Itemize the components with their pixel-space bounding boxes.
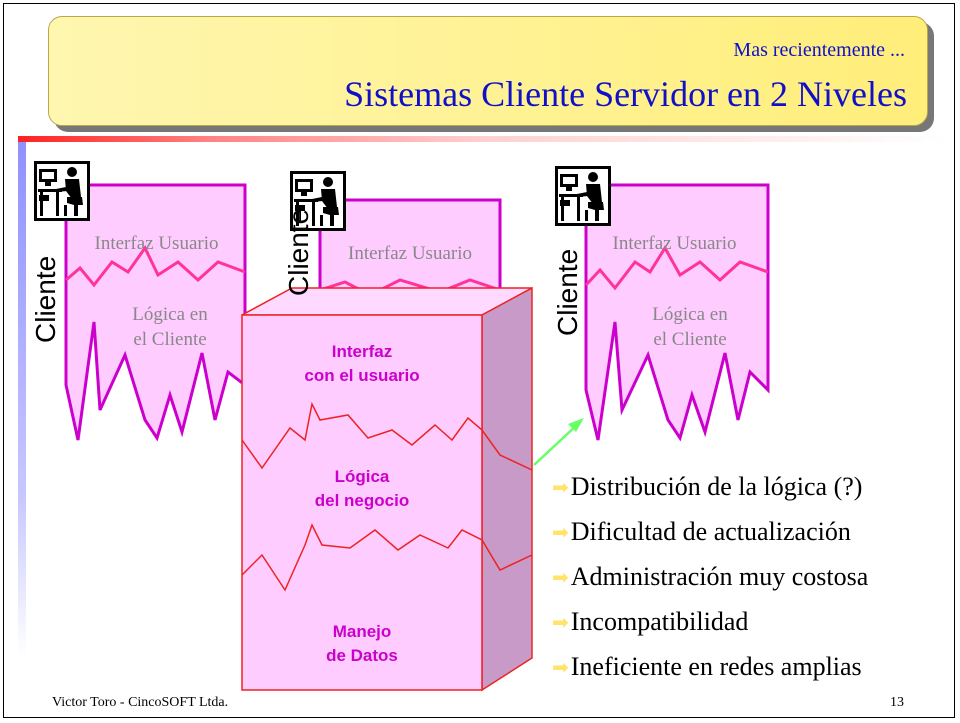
bullet-arrow-icon: ➡ [552, 474, 569, 499]
list-item: ➡Ineficiente en redes amplias [552, 644, 868, 689]
computer-user-icon [34, 161, 90, 221]
list-item-text: Ineficiente en redes amplias [570, 651, 862, 681]
client-banner-1 [64, 183, 247, 442]
server-layer-ui: Interfaz con el usuario [262, 340, 462, 388]
layer-text: del negocio [314, 490, 410, 510]
top-accent-bar [18, 136, 948, 142]
client-side-label-2: Cliente [283, 208, 314, 296]
bullet-arrow-icon: ➡ [552, 609, 569, 634]
layer-text: Interfaz [331, 342, 393, 361]
page-number: 13 [890, 695, 904, 710]
client-logic-label-3: Lógica en el Cliente [620, 303, 760, 352]
list-item-text: Distribución de la lógica (?) [570, 471, 863, 501]
client-banner-3 [584, 183, 770, 442]
computer-user-icon [555, 166, 611, 226]
layer-text: de Datos [326, 645, 398, 665]
layer-text: Lógica [334, 467, 390, 486]
connector-arrow [533, 418, 584, 466]
header-banner: Mas recientemente ... Sistemas Cliente S… [48, 16, 928, 126]
client-logic-line2: el Cliente [133, 328, 207, 350]
slide-subtitle: Mas recientemente ... [733, 39, 905, 61]
client-ui-label-3: Interfaz Usuario [612, 233, 737, 254]
bullet-arrow-icon: ➡ [552, 519, 569, 544]
left-accent-bar [18, 136, 26, 656]
list-item-text: Dificultad de actualización [570, 516, 851, 546]
footer-author: Victor Toro - CincoSOFT Ltda. [52, 695, 229, 710]
client-logic-line1: Lógica en [652, 304, 728, 325]
client-ui-label-2: Interfaz Usuario [348, 243, 472, 264]
list-item-text: Administración muy costosa [570, 561, 869, 591]
server-layer-data: Manejo de Datos [262, 620, 462, 668]
client-side-label-1: Cliente [30, 255, 61, 343]
server-box [241, 286, 533, 692]
list-item: ➡Distribución de la lógica (?) [552, 464, 868, 509]
client-logic-line1: Lógica en [132, 304, 208, 325]
list-item-text: Incompatibilidad [570, 606, 749, 636]
client-logic-label-1: Lógica en el Cliente [100, 303, 240, 352]
bullet-arrow-icon: ➡ [552, 654, 569, 679]
client-logic-line2: el Cliente [653, 328, 727, 350]
client-side-label-3: Cliente [552, 248, 583, 336]
server-layer-business-logic: Lógica del negocio [262, 465, 462, 513]
list-item: ➡Dificultad de actualización [552, 509, 868, 554]
layer-text: con el usuario [304, 365, 420, 385]
issues-list: ➡Distribución de la lógica (?) ➡Dificult… [552, 464, 868, 689]
slide-title: Sistemas Cliente Servidor en 2 Niveles [344, 74, 907, 114]
bullet-arrow-icon: ➡ [552, 564, 569, 589]
list-item: ➡Administración muy costosa [552, 554, 868, 599]
client-ui-label-1: Interfaz Usuario [94, 233, 219, 254]
list-item: ➡Incompatibilidad [552, 599, 868, 644]
layer-text: Manejo [332, 622, 392, 641]
client-banner-2 [318, 198, 502, 302]
